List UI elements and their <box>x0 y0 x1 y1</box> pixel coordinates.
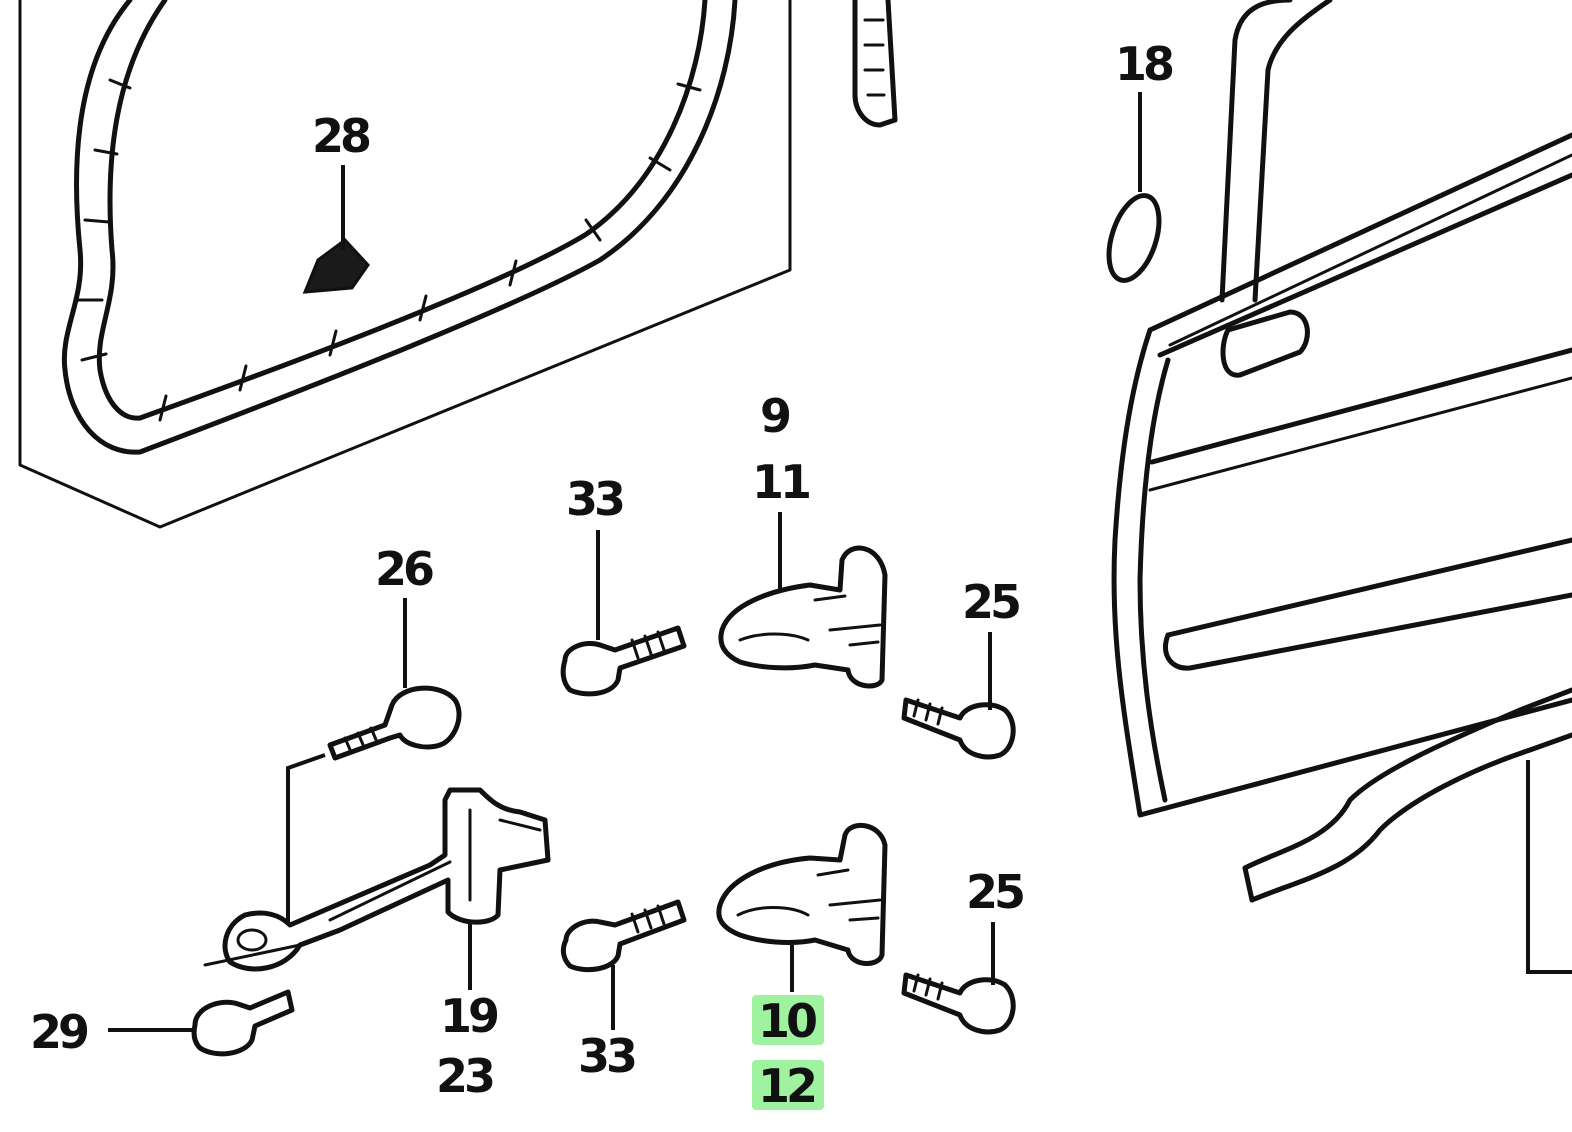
callout-12: 12 <box>758 1059 815 1113</box>
part-33-upper-bolt <box>560 530 687 697</box>
front-door-shell <box>1111 0 1572 974</box>
callout-19: 19 <box>440 989 498 1043</box>
callout-25-top: 25 <box>962 575 1019 629</box>
part-25-upper-bolt <box>901 632 1016 760</box>
callout-33-top: 33 <box>566 472 623 526</box>
molding-strip-top <box>852 0 898 128</box>
part-9-11-upper-hinge <box>718 512 888 689</box>
callout-18: 18 <box>1115 37 1173 91</box>
part-26-pivot-bolt <box>286 598 462 925</box>
callout-25-bottom: 25 <box>966 865 1023 919</box>
callout-26: 26 <box>375 542 433 596</box>
callout-28: 28 <box>312 109 370 163</box>
body-door-opening <box>18 0 792 529</box>
part-19-23-door-check <box>203 787 551 990</box>
highlight-10 <box>752 995 824 1045</box>
part-25-lower-bolt <box>901 922 1016 1035</box>
callout-23: 23 <box>436 1049 493 1103</box>
highlight-12 <box>752 1060 824 1110</box>
part-18-grommet <box>1106 92 1162 283</box>
callout-33-bottom: 33 <box>578 1029 635 1083</box>
part-28-clip <box>302 165 370 294</box>
part-33-lower-bolt <box>560 899 687 1030</box>
callout-10: 10 <box>758 994 816 1048</box>
part-29-bolt <box>108 989 295 1057</box>
part-10-12-lower-hinge <box>716 822 888 992</box>
callout-9: 9 <box>760 389 790 443</box>
callout-29: 29 <box>30 1005 88 1059</box>
callout-11: 11 <box>752 455 809 509</box>
